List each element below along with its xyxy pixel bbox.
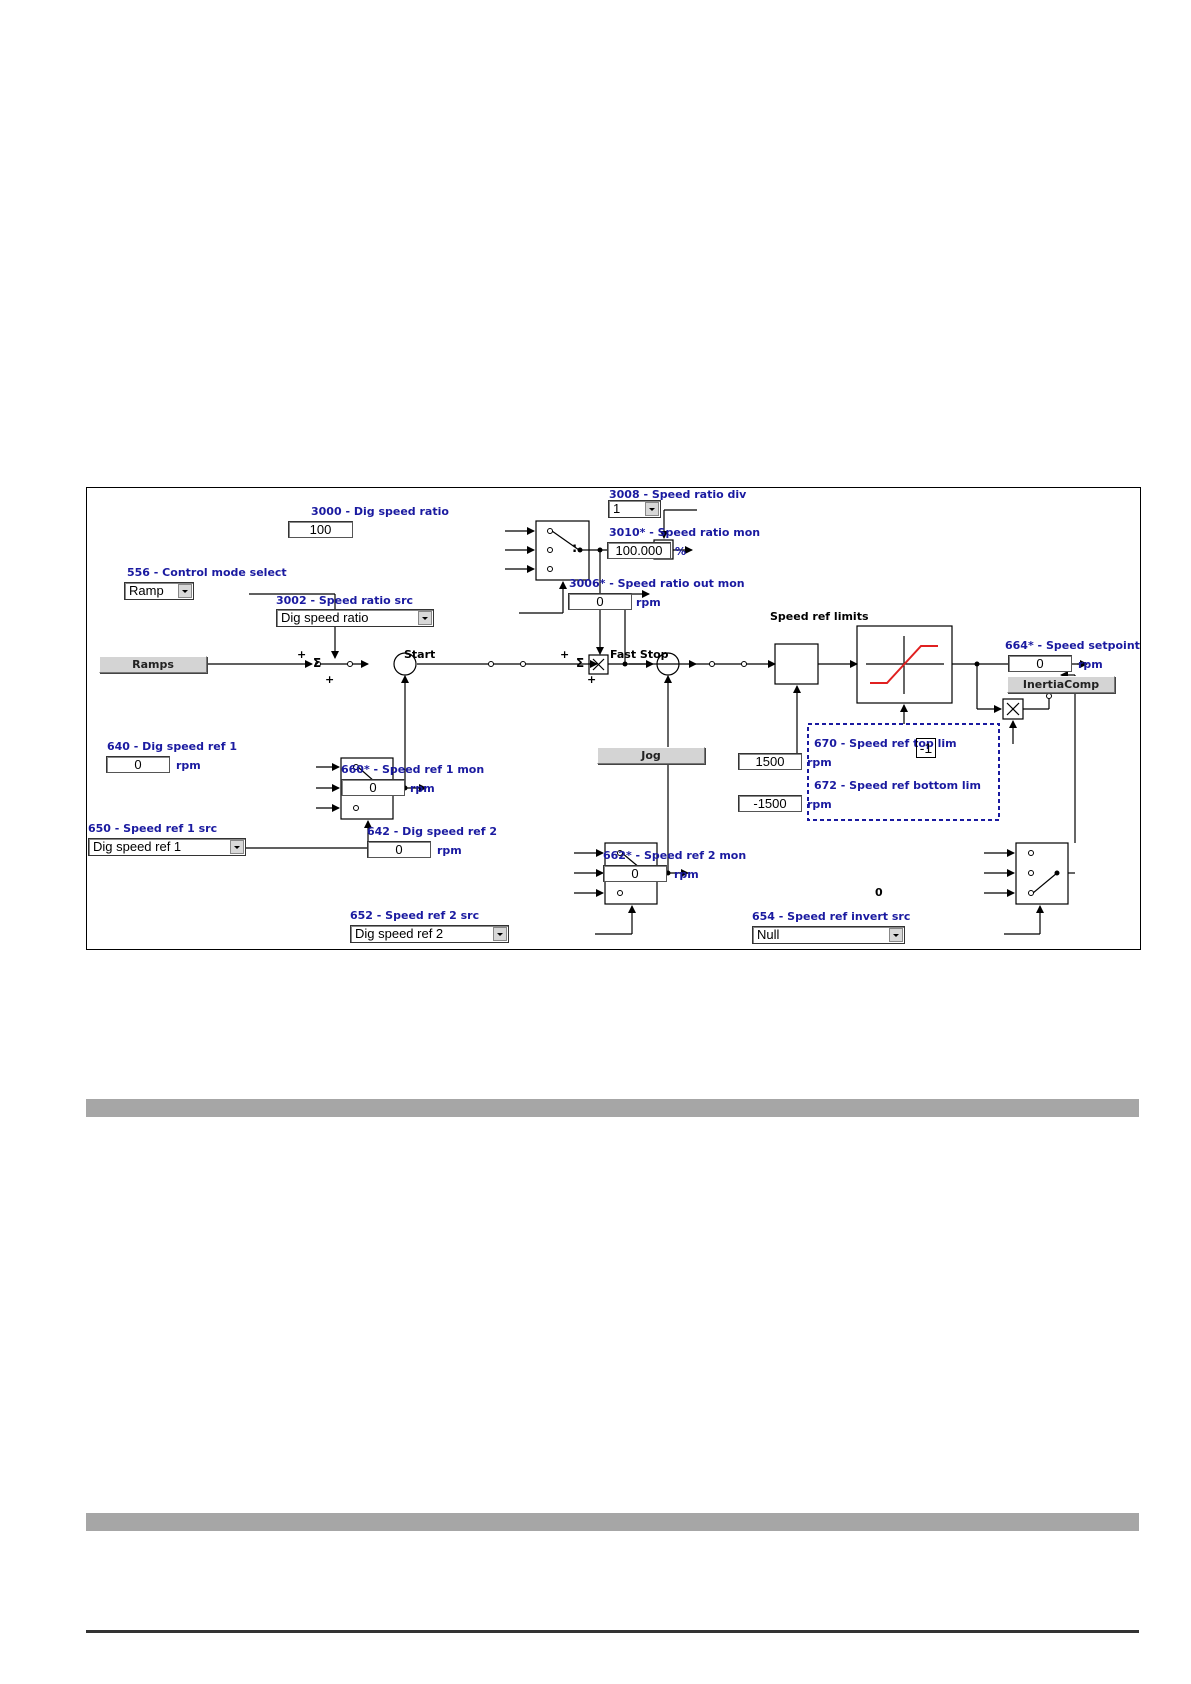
label-660: 660* - Speed ref 1 mon (341, 763, 485, 776)
label-zero-input: 0 (875, 886, 883, 899)
divide-icon: : (572, 541, 578, 556)
limit-curve (870, 645, 938, 684)
speed-ref-bottom-lim-field[interactable]: -1500 (738, 795, 802, 812)
speed-ref-1-src-select[interactable]: Dig speed ref 1 (88, 838, 246, 856)
inertia-comp-button[interactable]: InertiaComp (1007, 676, 1115, 693)
label-556: 556 - Control mode select (127, 566, 287, 579)
dig-speed-ref-2-field[interactable]: 0 (367, 841, 431, 858)
speed-ref-2-src-value: Dig speed ref 2 (355, 926, 444, 941)
section-bar-1 (86, 1099, 1139, 1117)
label-650: 650 - Speed ref 1 src (88, 822, 218, 835)
chevron-down-icon[interactable] (493, 927, 507, 941)
unit-rpm-660: rpm (410, 782, 435, 795)
label-3010: 3010* - Speed ratio mon (609, 526, 761, 539)
label-670: 670 - Speed ref top lim (814, 737, 957, 750)
label-664: 664* - Speed setpoint (1005, 639, 1140, 652)
label-652: 652 - Speed ref 2 src (350, 909, 480, 922)
unit-rpm-662: rpm (674, 868, 699, 881)
label-plus-2: + (325, 673, 335, 686)
control-mode-value: Ramp (129, 583, 164, 598)
unit-rpm-664: rpm (1078, 658, 1103, 671)
label-3000: 3000 - Dig speed ratio (311, 505, 449, 518)
sigma-icon-2: Σ (576, 656, 585, 670)
limits-group-box (807, 723, 1000, 821)
control-mode-select[interactable]: Ramp (124, 582, 194, 600)
diagram-wiring (205, 509, 1088, 935)
speed-reference-block-diagram: 3008 - Speed ratio div 3000 - Dig speed … (86, 487, 1141, 950)
speed-ref-2-mon-field: 0 (603, 865, 667, 882)
speed-ratio-src-value: Dig speed ratio (281, 610, 369, 625)
label-plus-4: + (587, 673, 597, 686)
label-3002: 3002 - Speed ratio src (276, 594, 414, 607)
label-speed-ref-limits: Speed ref limits (770, 610, 869, 623)
speed-ratio-out-mon-field: 0 (568, 593, 632, 610)
speed-ratio-mon-field: 100.000 (607, 542, 671, 559)
speed-ref-1-mon-field: 0 (341, 779, 405, 796)
section-bar-2 (86, 1513, 1139, 1531)
speed-ref-invert-src-value: Null (757, 927, 780, 942)
unit-rpm-3006: rpm (636, 596, 661, 609)
label-640: 640 - Dig speed ref 1 (107, 740, 237, 753)
label-plus-3: + (560, 648, 570, 661)
unit-rpm-672: rpm (807, 798, 832, 811)
label-672: 672 - Speed ref bottom lim (814, 779, 981, 792)
chevron-down-icon[interactable] (645, 502, 659, 516)
speed-ratio-div-value: 1 (613, 501, 621, 516)
label-3008: 3008 - Speed ratio div (609, 488, 747, 501)
speed-ref-top-lim-field[interactable]: 1500 (738, 753, 802, 770)
jog-button[interactable]: Jog (597, 747, 705, 764)
footer-rule (86, 1630, 1139, 1633)
dig-speed-ref-1-field[interactable]: 0 (106, 756, 170, 773)
speed-ref-invert-src-select[interactable]: Null (752, 926, 905, 944)
dig-speed-ratio-field[interactable]: 100 (288, 521, 353, 538)
label-fast-stop: Fast Stop (610, 648, 669, 661)
label-3006: 3006* - Speed ratio out mon (569, 577, 745, 590)
unit-rpm-640: rpm (176, 759, 201, 772)
speed-ratio-src-select[interactable]: Dig speed ratio (276, 609, 434, 627)
chevron-down-icon[interactable] (178, 584, 192, 598)
invert-gain-block: -1 (916, 738, 936, 758)
ramps-button[interactable]: Ramps (99, 656, 207, 673)
speed-ref-2-src-select[interactable]: Dig speed ref 2 (350, 925, 509, 943)
chevron-down-icon[interactable] (889, 928, 903, 942)
sigma-icon-1: Σ (313, 656, 322, 670)
label-start: Start (404, 648, 436, 661)
chevron-down-icon[interactable] (418, 611, 432, 625)
speed-setpoint-field: 0 (1008, 655, 1072, 672)
unit-rpm-642: rpm (437, 844, 462, 857)
speed-ref-1-src-value: Dig speed ref 1 (93, 839, 182, 854)
label-642: 642 - Dig speed ref 2 (367, 825, 497, 838)
label-662: 662* - Speed ref 2 mon (603, 849, 747, 862)
unit-percent: % (675, 545, 687, 558)
label-plus-1: + (297, 648, 307, 661)
speed-ratio-div-select[interactable]: 1 (608, 500, 661, 518)
unit-rpm-670: rpm (807, 756, 832, 769)
chevron-down-icon[interactable] (230, 840, 244, 854)
label-654: 654 - Speed ref invert src (752, 910, 911, 923)
